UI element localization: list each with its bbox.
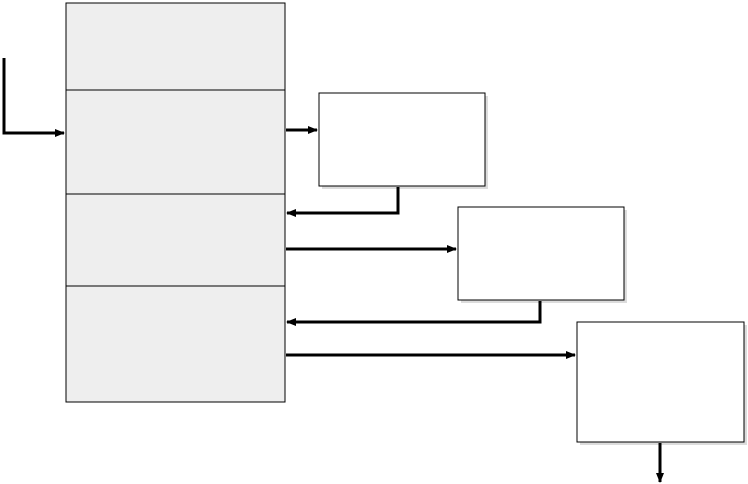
box-2 (457, 206, 625, 301)
arrow-box-1-to-stack (286, 187, 400, 217)
entry-arrow (2, 58, 65, 137)
stack (65, 2, 286, 403)
stack-segment-2 (65, 89, 286, 195)
connectors (2, 58, 664, 483)
stack-segment-1 (65, 2, 286, 91)
arrow-box-2-to-stack (286, 301, 542, 326)
box-1 (318, 92, 486, 187)
stack-segment-3 (65, 193, 286, 287)
box-3 (576, 321, 745, 443)
boxes (318, 92, 745, 443)
stack-segment-4 (65, 285, 286, 403)
